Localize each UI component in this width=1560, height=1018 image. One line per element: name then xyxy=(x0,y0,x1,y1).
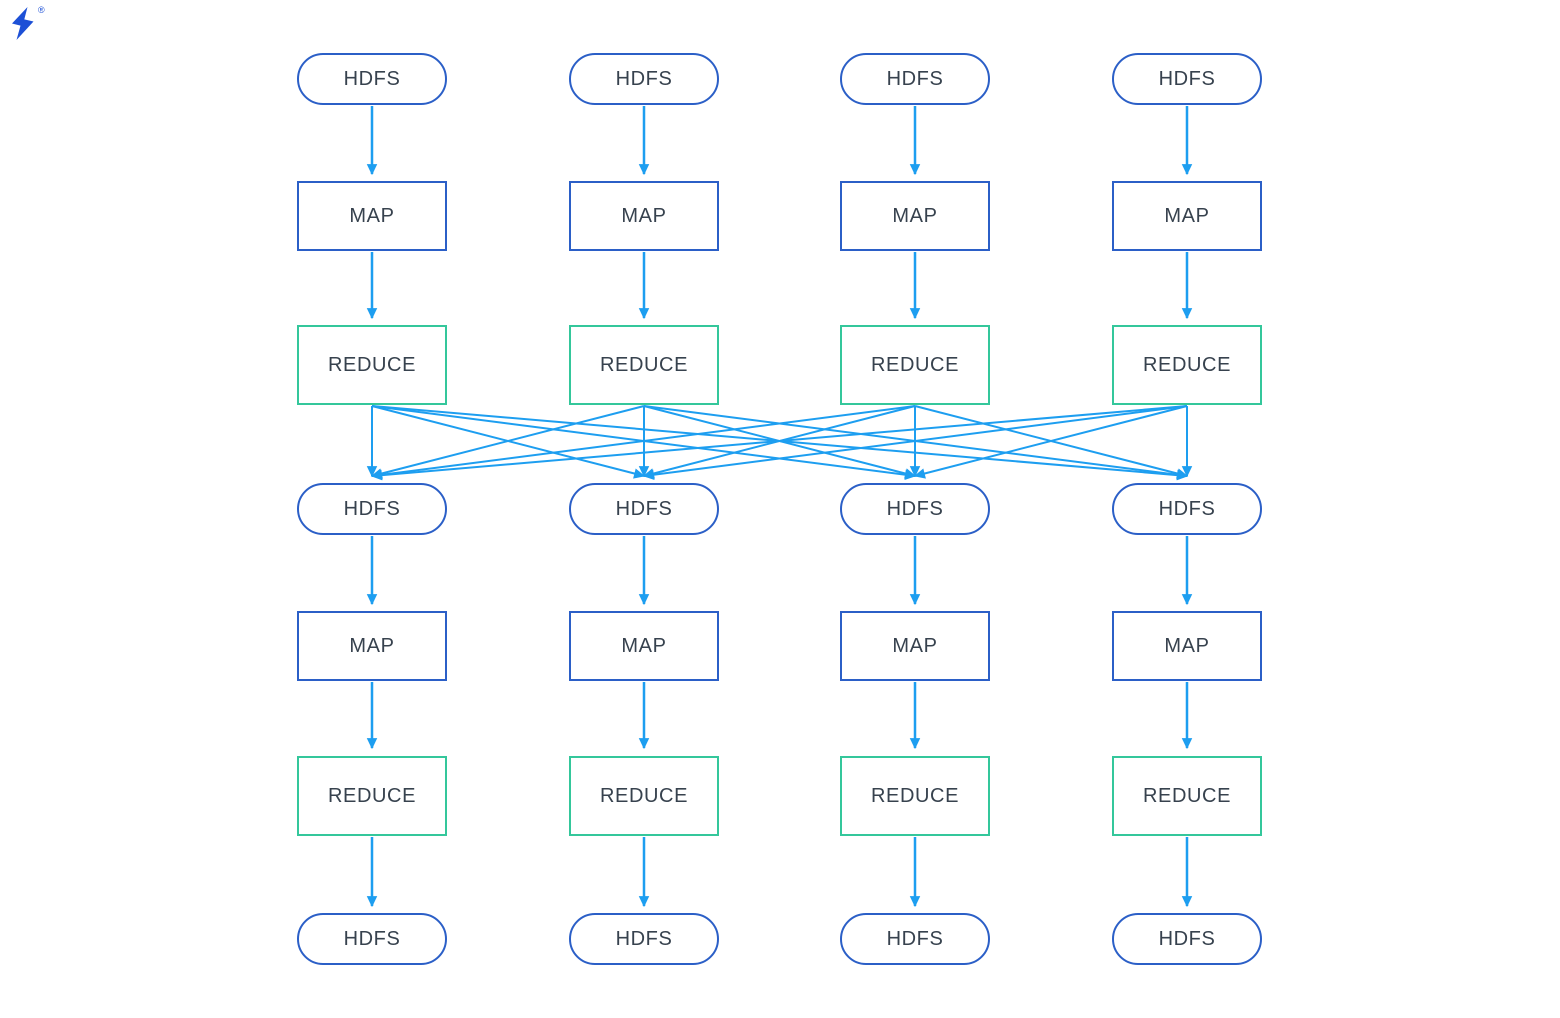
map-node: MAP xyxy=(569,611,719,681)
map-node: MAP xyxy=(840,611,990,681)
reduce-node: REDUCE xyxy=(840,325,990,405)
reduce-node: REDUCE xyxy=(569,756,719,836)
map-node: MAP xyxy=(297,611,447,681)
hdfs-node: HDFS xyxy=(569,483,719,535)
reduce-node: REDUCE xyxy=(840,756,990,836)
map-node: MAP xyxy=(840,181,990,251)
shuffle-mesh-arrows xyxy=(366,405,1193,481)
hdfs-node: HDFS xyxy=(840,913,990,965)
reduce-node: REDUCE xyxy=(569,325,719,405)
registered-trademark: ® xyxy=(38,5,45,15)
map-node: MAP xyxy=(569,181,719,251)
map-node: MAP xyxy=(1112,611,1262,681)
map-node: MAP xyxy=(297,181,447,251)
hdfs-node: HDFS xyxy=(840,483,990,535)
hdfs-node: HDFS xyxy=(569,913,719,965)
hdfs-node: HDFS xyxy=(297,53,447,105)
hdfs-node: HDFS xyxy=(1112,53,1262,105)
hdfs-node: HDFS xyxy=(297,913,447,965)
reduce-node: REDUCE xyxy=(1112,325,1262,405)
toptal-logo: ® xyxy=(10,5,54,45)
toptal-logo-icon xyxy=(12,7,34,40)
map-node: MAP xyxy=(1112,181,1262,251)
hdfs-node: HDFS xyxy=(1112,483,1262,535)
reduce-node: REDUCE xyxy=(1112,756,1262,836)
reduce-node: REDUCE xyxy=(297,756,447,836)
hdfs-node: HDFS xyxy=(840,53,990,105)
hdfs-node: HDFS xyxy=(569,53,719,105)
reduce-node: REDUCE xyxy=(297,325,447,405)
hdfs-node: HDFS xyxy=(297,483,447,535)
hdfs-node: HDFS xyxy=(1112,913,1262,965)
column-flow-arrows xyxy=(366,106,1193,908)
